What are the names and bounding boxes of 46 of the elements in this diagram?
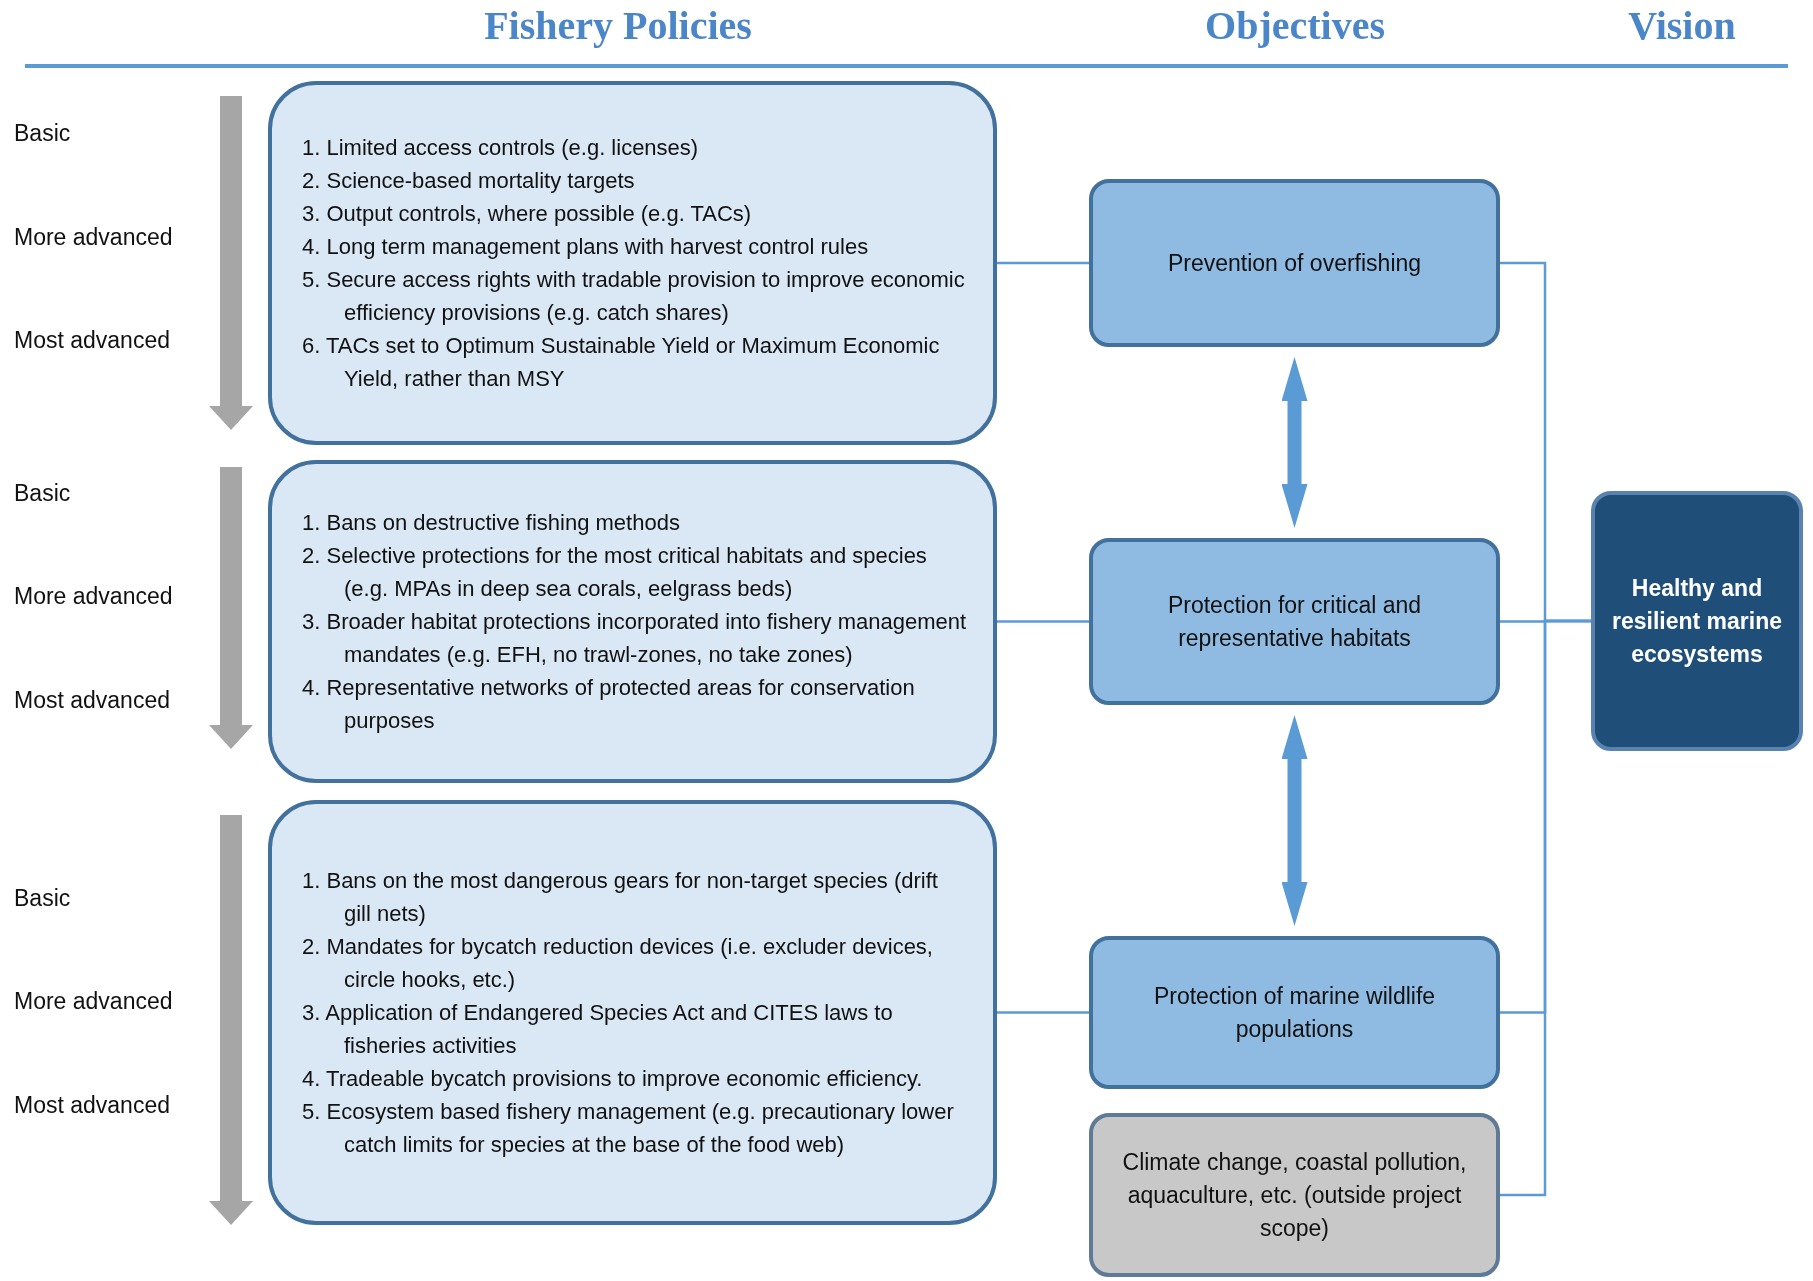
level-label: More advanced [14, 583, 173, 610]
column-heading: Vision [1628, 2, 1736, 49]
list-item: 6. TACs set to Optimum Sustainable Yield or Maximum Economic Yield, rather than MSY [302, 332, 941, 393]
level-label: More advanced [14, 988, 173, 1015]
level-label: Basic [14, 120, 71, 147]
level-label: Basic [14, 480, 71, 507]
list-item: 4. Representative networks of protected areas for conservation purposes [302, 674, 916, 735]
objective-box [1089, 179, 1500, 347]
objective-box [1089, 1113, 1500, 1277]
list-item: 4. Long term management plans with harvest control rules [302, 233, 870, 261]
box-text: Protection for critical and representative habitats [1166, 590, 1423, 653]
vision-box [1591, 491, 1803, 751]
box-text: Prevention of overfishing [1167, 248, 1422, 278]
policy-list-box [268, 460, 997, 783]
column-heading: Objectives [1205, 2, 1385, 49]
list-item: 1. Bans on destructive fishing methods [302, 509, 681, 537]
list-item: 3. Application of Endangered Species Act and CITES laws to fisheries activities [302, 999, 894, 1060]
connector-line [1500, 619, 1591, 1197]
list-item: 5. Ecosystem based fishery management (e.g. precautionary lower catch limits for species at the base of the food web) [302, 1098, 955, 1159]
list-item: 2. Mandates for bycatch reduction devices (i.e. excluder devices, circle hooks, etc.) [302, 933, 934, 994]
connector-line [997, 261, 1089, 265]
connector-line [997, 1011, 1089, 1014]
list-item: 5. Secure access rights with tradable provision to improve economic efficiency provisions (e.g. catch shares) [302, 266, 966, 327]
level-label: Most advanced [14, 687, 170, 714]
level-label: More advanced [14, 224, 173, 251]
list-item: 3. Output controls, where possible (e.g. TACs) [302, 200, 753, 228]
list-item: 3. Broader habitat protections incorporated into fishery management mandates (e.g. EFH, no trawl-zones, no take zones) [302, 608, 968, 669]
box-text: Healthy and resilient marine ecosystems [1611, 573, 1783, 669]
column-heading: Fishery Policies [484, 2, 752, 49]
connector-line [997, 620, 1089, 623]
list-item: 4. Tradeable bycatch provisions to improve economic efficiency. [302, 1065, 924, 1093]
objective-box [1089, 538, 1500, 705]
box-text: Protection of marine wildlife populations [1152, 981, 1437, 1044]
list-item: 1. Limited access controls (e.g. licenses) [302, 134, 700, 162]
policy-list-box [268, 81, 997, 445]
level-label: Basic [14, 885, 71, 912]
objective-box [1089, 936, 1500, 1089]
list-item: 1. Bans on the most dangerous gears for non-target species (drift gill nets) [302, 867, 939, 928]
level-label: Most advanced [14, 1092, 170, 1119]
level-label: Most advanced [14, 327, 170, 354]
double-arrow [1281, 715, 1308, 926]
policy-list-box [268, 800, 997, 1225]
list-item: 2. Science-based mortality targets [302, 167, 636, 195]
box-text: Climate change, coastal pollution, aquaculture, etc. (outside project scope) [1121, 1147, 1468, 1243]
double-arrow [1281, 357, 1308, 528]
list-item: 2. Selective protections for the most critical habitats and species (e.g. MPAs in deep sea corals, eelgrass beds) [302, 542, 928, 603]
